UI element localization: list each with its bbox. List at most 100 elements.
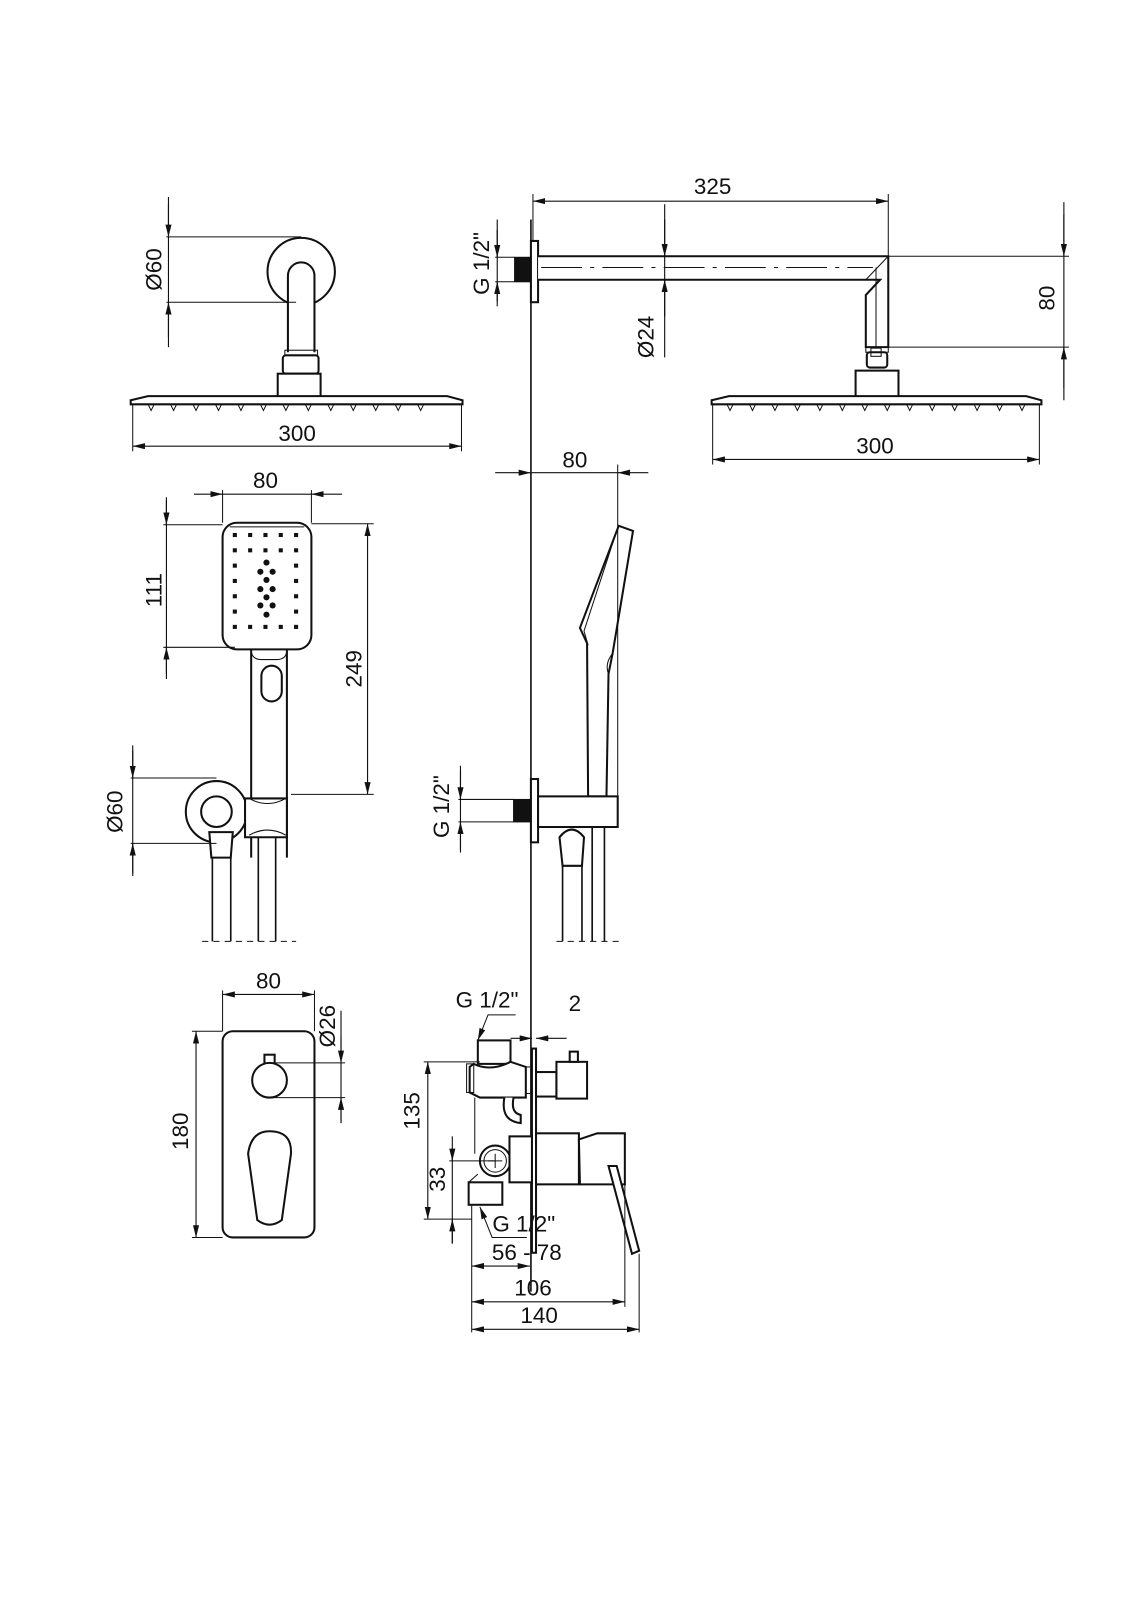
label-height: 135 [400,1092,425,1129]
spray-nozzle [263,548,268,553]
spray-nozzle-round [263,559,270,566]
spray-nozzle [248,548,253,553]
spray-nozzle [278,624,283,629]
nozzle-mark [771,404,779,412]
nozzle-mark [748,404,756,412]
label-head-height: 111 [141,573,166,607]
label-thread-top: G 1/2" [456,988,519,1013]
thread-nipple [514,256,532,283]
spray-nozzle [232,594,237,599]
nozzle-mark [1018,404,1026,412]
spray-nozzle [248,624,253,629]
hand-shower-front-view: 80 111 249 Ø60 [103,468,374,942]
spray-nozzle [294,624,299,629]
label-thread-top: G 1/2" [469,232,494,295]
label-depth-140: 140 [520,1303,557,1328]
shower-arm [538,255,890,349]
mixer-body-side-view: G 1/2" 2 135 33 G 1/2" 56 - 78 106 140 [400,988,641,1333]
label-head-width: 300 [856,433,893,458]
label-install-depth: 56 - 78 [492,1240,562,1265]
nozzle-mark [417,404,425,412]
spray-nozzle [232,578,237,583]
spray-nozzle-round [257,586,264,593]
spray-nozzle-round [269,568,276,575]
spray-nozzle [294,532,299,538]
nozzle-mark [304,404,312,412]
label-thread: G 1/2" [429,775,454,838]
spray-nozzle [248,532,253,538]
nozzle-mark [726,404,734,412]
spray-nozzle [294,578,299,583]
nozzle-mark [214,404,223,412]
nozzle-mark [237,404,245,412]
overhead-shower-front-view: Ø60 300 [129,197,464,452]
label-total-length: 249 [341,650,366,687]
nozzle-mark [996,404,1004,412]
spray-nozzle [278,548,283,553]
spray-nozzle [232,609,237,614]
spray-nozzle [294,609,299,614]
spray-nozzle [232,624,237,629]
button-oval [260,664,283,703]
label-plate-height: 180 [168,1113,193,1150]
nozzle-mark [192,404,200,412]
rain-shower-head [129,395,464,406]
thread-nipple [513,798,532,823]
nozzle-mark [170,404,178,412]
nozzle-mark [861,404,869,412]
diverter-body [468,1060,527,1099]
rain-shower-head [710,395,1043,406]
spray-nozzle-round [269,586,276,593]
nozzle-mark [349,404,357,412]
spray-nozzle [294,548,299,553]
hand-shower-side-view: 80 G 1/2" [202,448,649,942]
nozzle-mark [259,404,267,412]
label-plate-diameter: Ø60 [141,248,166,290]
nozzle-mark [816,404,824,412]
label-drop-height: 80 [1035,286,1060,311]
spray-nozzle [263,532,268,538]
nozzle-mark [928,404,936,412]
label-holder-diameter: Ø60 [103,790,128,832]
label-knob-diameter: Ø26 [315,1005,340,1047]
label-plate-thickness: 2 [569,991,582,1016]
spray-nozzle-round [257,602,264,609]
label-arm-length: 325 [694,174,731,199]
nozzle-mark [906,404,914,412]
spray-nozzle [278,532,283,538]
spray-nozzle [232,548,237,553]
spray-nozzle-round [269,602,276,609]
label-outlet-offset: 33 [425,1167,450,1192]
nozzle-mark [394,404,402,412]
nozzle-mark [838,404,846,412]
spray-nozzle-round [257,568,264,575]
label-depth: 80 [562,448,587,473]
nozzle-mark [327,404,335,412]
label-plate-width: 80 [256,968,281,993]
wall-flange [529,239,540,304]
mixer-lever [247,1130,293,1226]
nozzle-mark [372,404,380,412]
spray-nozzle-round [263,594,270,601]
label-thread-bottom: G 1/2" [492,1211,555,1236]
nozzle-mark [793,404,801,412]
spray-nozzle [294,563,299,568]
label-head-width: 80 [253,468,278,493]
spray-nozzle-round [263,576,270,583]
diverter-knob [251,1061,288,1099]
spray-nozzle [232,563,237,568]
hand-shower-head [221,521,313,651]
spray-nozzle [263,624,268,629]
label-arm-diameter: Ø24 [633,316,658,358]
mixer-lever-side [607,1164,641,1256]
nozzle-mark [973,404,981,412]
nozzle-mark [282,404,290,412]
spray-nozzle-round [263,611,270,618]
label-head-width: 300 [278,421,315,446]
nozzle-mark [147,404,155,412]
mixer-plate-front-view: 80 Ø26 180 [168,968,346,1239]
cartridge-body [535,1132,580,1186]
nozzle-mark [883,404,891,412]
